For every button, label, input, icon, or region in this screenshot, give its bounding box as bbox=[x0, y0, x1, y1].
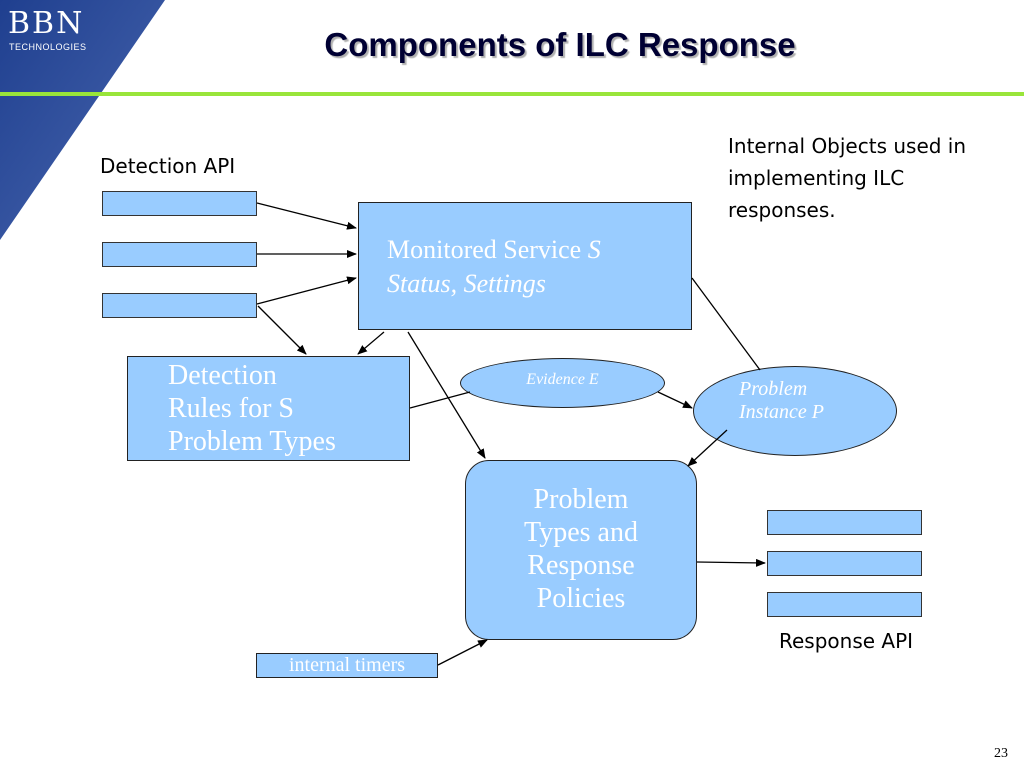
line-service-to-instance bbox=[691, 277, 761, 371]
internal-objects-note: Internal Objects used in implementing IL… bbox=[728, 134, 967, 222]
evidence-node: Evidence E bbox=[460, 358, 665, 408]
problem-types-line: Policies bbox=[536, 583, 626, 614]
arrow-policies-to-response bbox=[696, 558, 766, 567]
problem-instance-node: Problem Instance P bbox=[693, 366, 897, 456]
detection-api-slot-1 bbox=[102, 191, 257, 216]
arrow-evidence-to-instance bbox=[657, 391, 693, 409]
arrow-timers-to-policies bbox=[437, 639, 488, 666]
logo-background bbox=[0, 0, 165, 240]
detection-rules-node: Detection Rules for S Problem Types bbox=[127, 356, 410, 461]
page-number: 23 bbox=[994, 746, 1008, 761]
logo-subtext: TECHNOLOGIES bbox=[9, 42, 87, 52]
slide-title: Components of ILC Response bbox=[324, 26, 796, 63]
monitored-service-title: Monitored Service bbox=[387, 235, 588, 264]
response-api-slot-2 bbox=[767, 551, 922, 576]
detection-rules-line: Detection bbox=[168, 360, 277, 391]
problem-instance-line: Instance P bbox=[739, 401, 824, 423]
response-api-label: Response API bbox=[779, 629, 914, 653]
detection-api-slot-2 bbox=[102, 242, 257, 267]
evidence-label: Evidence E bbox=[526, 371, 599, 388]
line-rules-to-evidence bbox=[409, 391, 471, 409]
detection-api-label: Detection API bbox=[100, 154, 236, 178]
detection-rules-line: Problem Types bbox=[168, 426, 336, 457]
arrow-api1-to-service bbox=[256, 202, 357, 230]
monitored-service-symbol: S bbox=[587, 235, 601, 264]
problem-types-node: Problem Types and Response Policies bbox=[465, 460, 697, 640]
problem-types-line: Response bbox=[527, 550, 635, 581]
problem-types-line: Problem bbox=[533, 484, 629, 515]
logo: BBN bbox=[8, 6, 85, 41]
problem-instance-line: Problem bbox=[739, 378, 808, 400]
monitored-service-node: Monitored Service S Status, Settings bbox=[358, 202, 692, 330]
arrow-service-to-rules bbox=[357, 331, 385, 355]
response-api-slot-3 bbox=[767, 592, 922, 617]
arrow-service-to-policies bbox=[407, 331, 486, 459]
problem-types-line: Types and bbox=[524, 517, 638, 548]
title-divider bbox=[0, 92, 1024, 96]
arrow-api3-to-service bbox=[256, 276, 357, 305]
arrow-instance-to-policies bbox=[687, 429, 728, 467]
detection-api-slot-3 bbox=[102, 293, 257, 318]
monitored-service-subtitle: Status, Settings bbox=[387, 269, 546, 298]
detection-rules-line: Rules for S bbox=[168, 393, 294, 424]
response-api-slot-1 bbox=[767, 510, 922, 535]
internal-timers-node: internal timers bbox=[256, 653, 438, 678]
arrow-api3-to-rules bbox=[257, 305, 307, 355]
internal-timers-label: internal timers bbox=[288, 654, 406, 676]
